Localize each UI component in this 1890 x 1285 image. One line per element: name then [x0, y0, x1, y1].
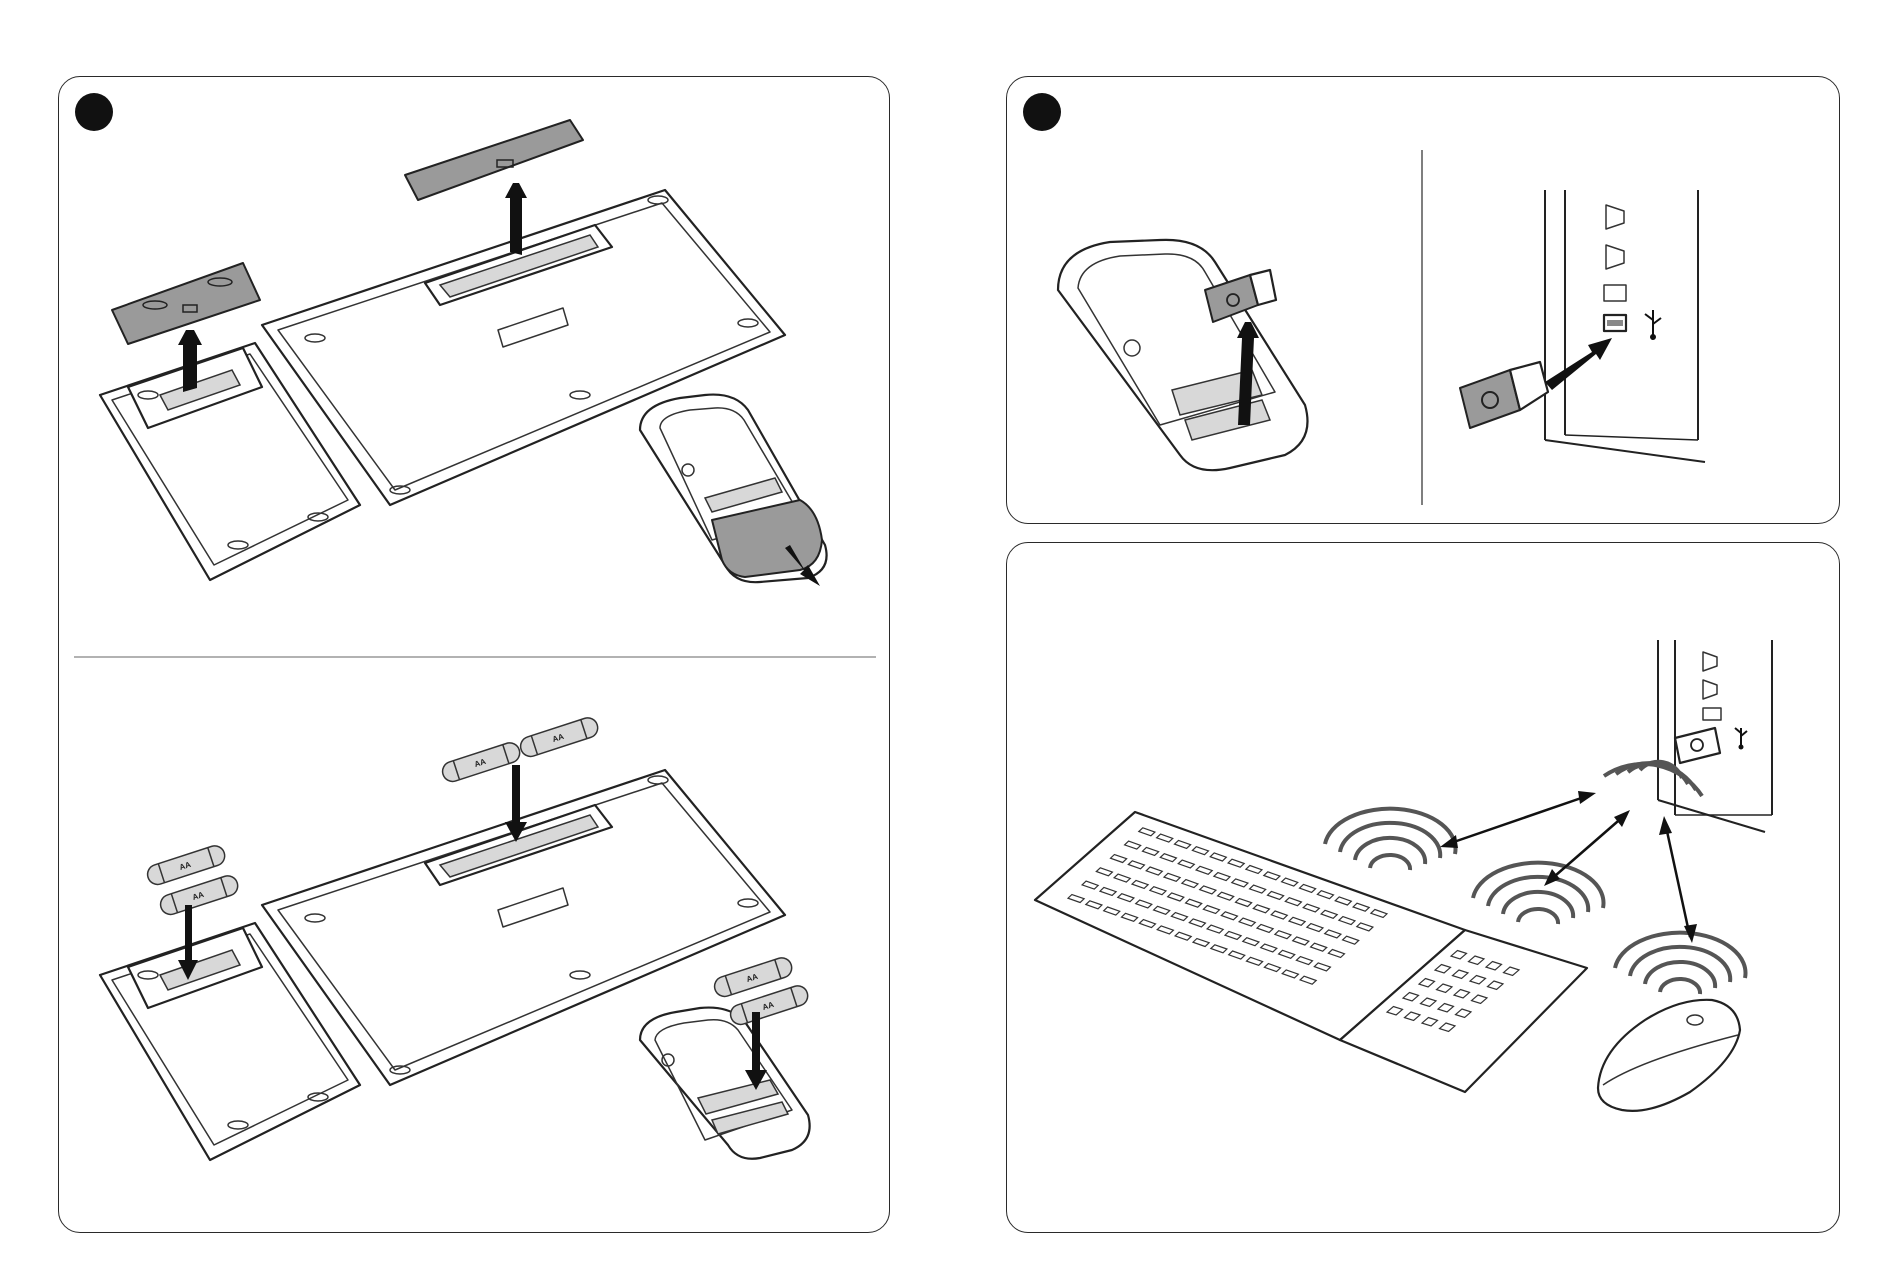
computer-usb-ports-with-receiver — [1658, 640, 1772, 832]
usb-icon — [1735, 728, 1747, 750]
wireless-mouse — [1598, 1000, 1740, 1111]
wireless-signal-icon — [1473, 863, 1604, 924]
wireless-signal-icon — [1615, 933, 1746, 994]
wireless-keyboard — [1035, 812, 1587, 1092]
wireless-signal-icon — [1604, 762, 1702, 796]
wireless-signal-icon — [1325, 809, 1456, 870]
